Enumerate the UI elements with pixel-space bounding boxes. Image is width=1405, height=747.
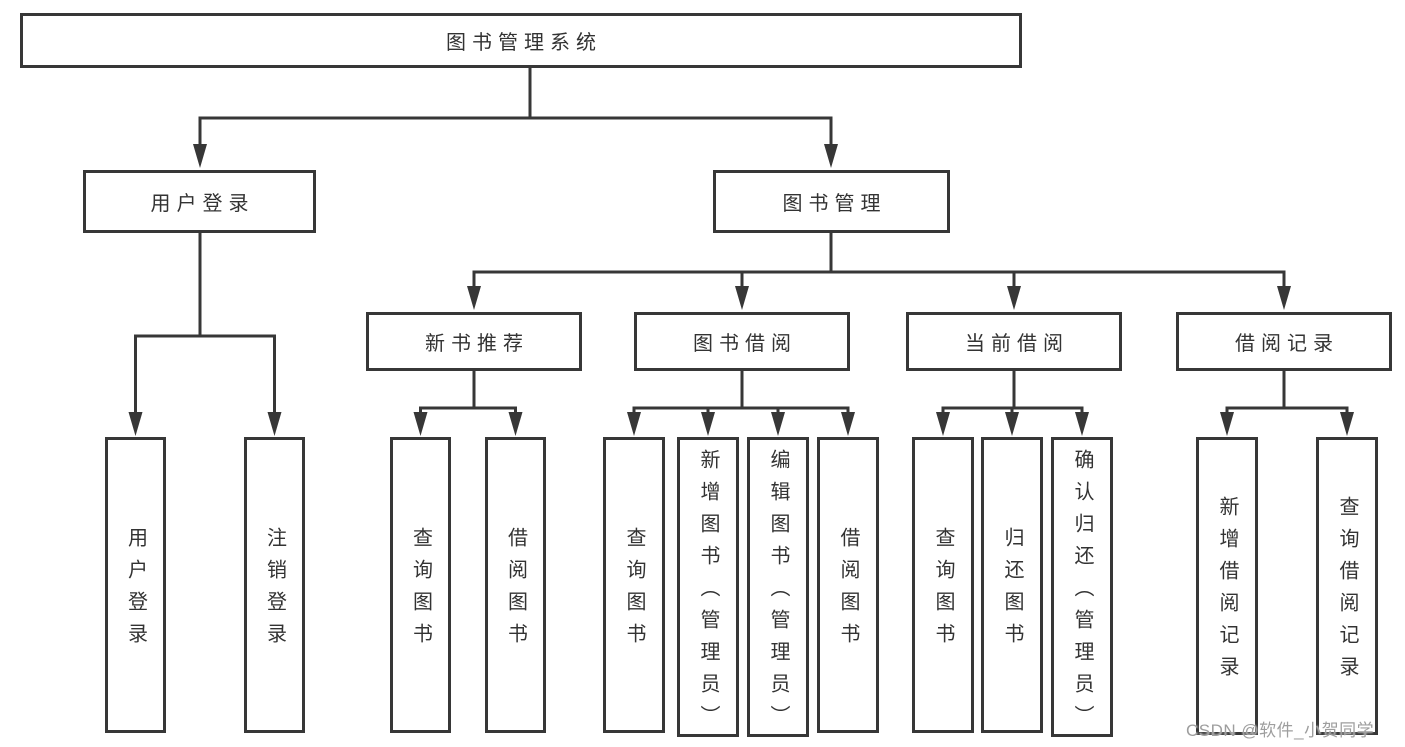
- root-node-label: 图书管理系统: [446, 32, 602, 54]
- leaf-add-borrow-record-label: 新增借阅记录: [1216, 496, 1238, 688]
- leaf-user-login-label: 用户登录: [124, 527, 147, 655]
- leaf-confirm-return-admin: 确认归还（管理员）: [1051, 437, 1113, 737]
- module-new-book-recommend: 新书推荐: [366, 312, 582, 371]
- branch-book-management-label: 图书管理: [782, 193, 887, 215]
- leaf-query-book-current: 查询图书: [912, 437, 974, 733]
- module-borrow-records: 借阅记录: [1176, 312, 1392, 371]
- leaf-add-borrow-record: 新增借阅记录: [1196, 437, 1258, 735]
- branch-book-management: 图书管理: [713, 170, 950, 233]
- leaf-user-login: 用户登录: [105, 437, 166, 733]
- leaf-query-book-recommend: 查询图书: [390, 437, 451, 733]
- leaf-return-book-label: 归还图书: [1001, 527, 1023, 655]
- leaf-query-book-borrow: 查询图书: [603, 437, 665, 733]
- leaf-query-book-recommend-label: 查询图书: [409, 527, 432, 655]
- leaf-logout-label: 注销登录: [263, 527, 286, 655]
- leaf-borrow-book: 借阅图书: [817, 437, 879, 733]
- leaf-query-book-current-label: 查询图书: [932, 527, 954, 655]
- root-node: 图书管理系统: [20, 13, 1022, 68]
- leaf-return-book: 归还图书: [981, 437, 1043, 733]
- leaf-edit-book-admin: 编辑图书（管理员）: [747, 437, 809, 737]
- leaf-query-borrow-record-label: 查询借阅记录: [1336, 496, 1358, 688]
- branch-user-login: 用户登录: [83, 170, 316, 233]
- csdn-watermark: CSDN @软件_小贺同学: [1186, 721, 1375, 740]
- module-current-borrow-label: 当前借阅: [965, 333, 1069, 355]
- leaf-confirm-return-admin-label: 确认归还（管理员）: [1071, 449, 1093, 737]
- leaf-logout: 注销登录: [244, 437, 305, 733]
- leaf-borrow-book-recommend-label: 借阅图书: [504, 527, 527, 655]
- module-book-borrow: 图书借阅: [634, 312, 850, 371]
- leaf-borrow-book-recommend: 借阅图书: [485, 437, 546, 733]
- leaf-add-book-admin-label: 新增图书（管理员）: [697, 449, 719, 737]
- module-current-borrow: 当前借阅: [906, 312, 1122, 371]
- module-new-book-recommend-label: 新书推荐: [425, 333, 529, 355]
- leaf-add-book-admin: 新增图书（管理员）: [677, 437, 739, 737]
- connector-lines: [134, 68, 1349, 418]
- branch-user-login-label: 用户登录: [150, 193, 255, 215]
- leaf-borrow-book-label: 借阅图书: [837, 527, 859, 655]
- leaf-edit-book-admin-label: 编辑图书（管理员）: [767, 449, 789, 737]
- leaf-query-book-borrow-label: 查询图书: [623, 527, 645, 655]
- leaf-query-borrow-record: 查询借阅记录: [1316, 437, 1378, 735]
- module-book-borrow-label: 图书借阅: [693, 333, 797, 355]
- arrow-down-icons: [128, 144, 1354, 436]
- module-borrow-records-label: 借阅记录: [1235, 333, 1339, 355]
